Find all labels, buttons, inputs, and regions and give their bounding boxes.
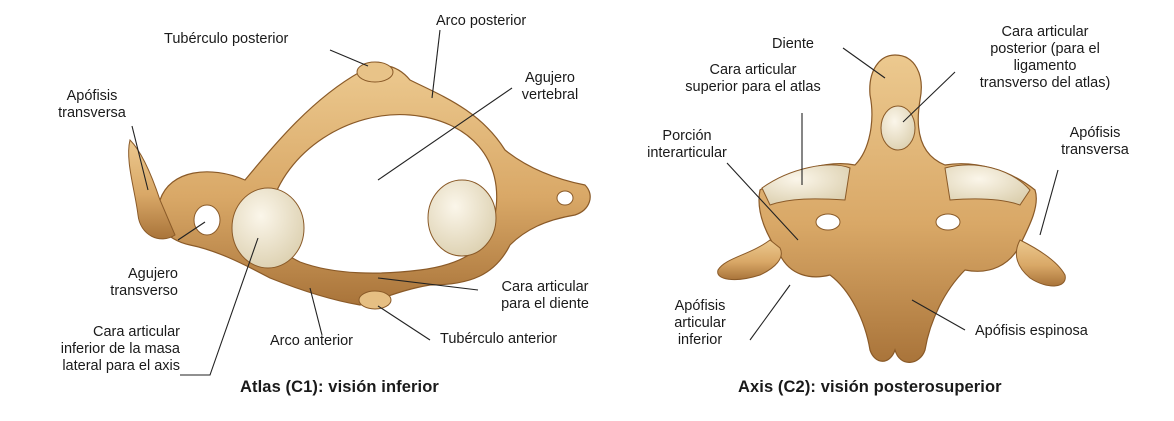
axis-transverse-process-right — [1015, 239, 1066, 287]
leader-cara-articular-inferior — [180, 237, 259, 376]
label-agujero-transverso: Agujero transverso — [110, 266, 178, 299]
label-tuberculo-posterior: Tubérculo posterior — [164, 31, 289, 47]
leader-agujero-vertebral — [377, 87, 513, 181]
label-apofisis-transversa-atlas: Apófisis transversa — [58, 88, 126, 121]
leader-arco-posterior — [431, 29, 441, 99]
label-apofisis-espinosa: Apófisis espinosa — [975, 323, 1088, 339]
label-porcion-interarticular: Porción interarticular — [647, 128, 727, 161]
leader-agujero-transverso — [177, 221, 206, 241]
label-arco-posterior: Arco posterior — [436, 13, 527, 29]
label-cara-articular-inferior: Cara articular inferior de la masa later… — [60, 324, 180, 374]
leader-apofisis-transversa — [131, 125, 149, 191]
leader-apofisis-articular-inferior — [749, 284, 791, 341]
leader-cara-articular-diente — [377, 277, 479, 291]
label-apofisis-transversa-axis: Apófisis transversa — [1061, 125, 1129, 158]
axis-dens-posterior-facet — [880, 105, 916, 151]
axis-foramen-left — [815, 213, 841, 231]
label-cara-articular-superior: Cara articular superior para el atlas — [685, 62, 821, 95]
atlas-inferior-facet-right — [427, 179, 497, 257]
caption-axis: Axis (C2): visión posterosuperior — [738, 378, 1002, 396]
label-diente: Diente — [772, 36, 814, 52]
atlas-transverse-foramen — [193, 204, 221, 236]
label-cara-articular-diente: Cara articular para el diente — [501, 279, 589, 312]
label-tuberculo-anterior: Tubérculo anterior — [440, 331, 558, 347]
leader-tuberculo-anterior — [377, 305, 431, 341]
label-apofisis-articular-inferior: Apófisis articular inferior — [674, 298, 726, 348]
label-cara-articular-posterior: Cara articular posterior (para el ligame… — [979, 24, 1111, 91]
axis-transverse-process-left — [717, 239, 782, 281]
label-agujero-vertebral: Agujero vertebral — [521, 70, 579, 103]
axis-body — [758, 54, 1037, 363]
label-arco-anterior: Arco anterior — [270, 333, 354, 349]
leader-arco-anterior — [309, 287, 323, 336]
atlas-anterior-tubercle — [358, 290, 392, 310]
leader-porcion-interarticular — [726, 162, 799, 241]
axis-illustration — [717, 54, 1066, 363]
atlas-transverse-process — [128, 139, 176, 240]
leader-apofisis-espinosa — [911, 299, 966, 331]
leader-cara-articular-posterior — [902, 71, 956, 123]
leader-tuberculo-posterior — [329, 49, 369, 67]
atlas-inferior-facet-left — [231, 187, 305, 269]
leader-diente — [842, 47, 886, 79]
axis-superior-facet-right — [944, 164, 1031, 206]
leader-lines — [131, 29, 1059, 376]
axis-superior-facet-left — [761, 164, 851, 206]
caption-atlas: Atlas (C1): visión inferior — [240, 378, 439, 396]
atlas-illustration — [128, 61, 591, 310]
leader-apofisis-transversa-axis — [1039, 169, 1059, 236]
atlas-posterior-tubercle — [356, 61, 394, 83]
axis-foramen-right — [935, 213, 961, 231]
atlas-transverse-foramen-right — [556, 190, 574, 206]
